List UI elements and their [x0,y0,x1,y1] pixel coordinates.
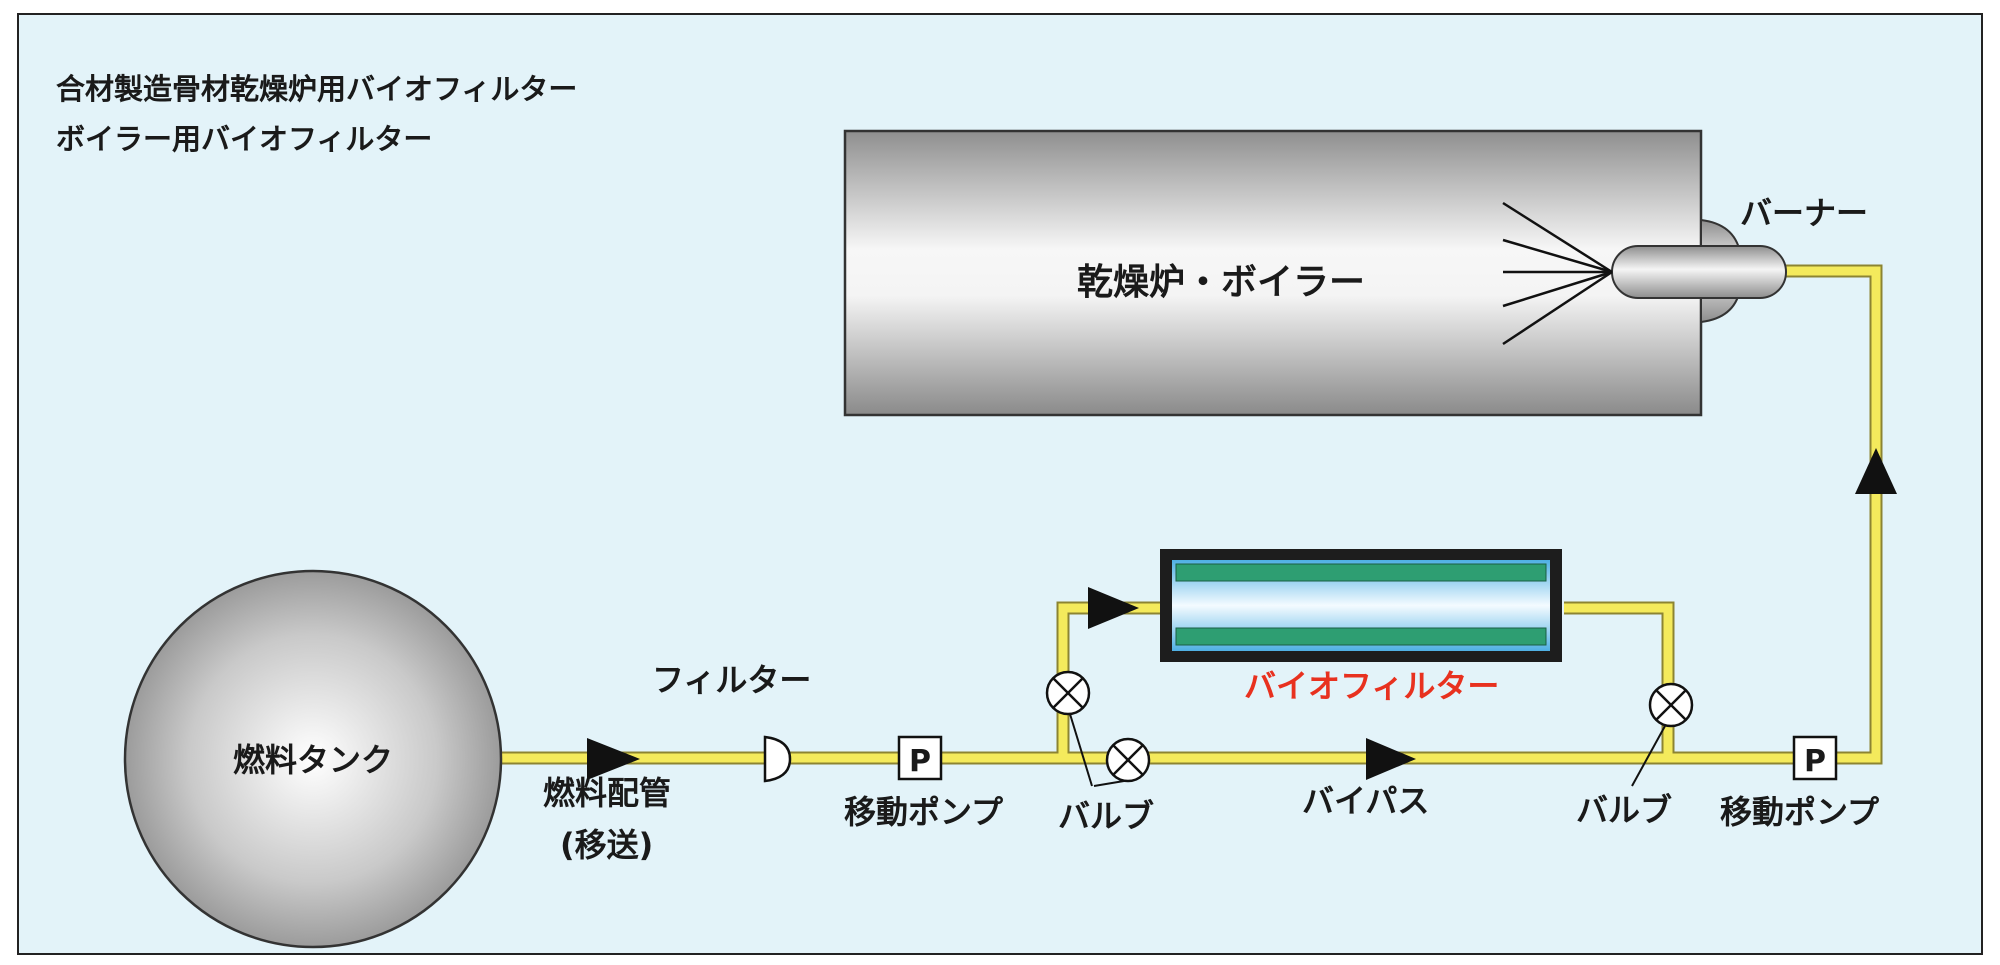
valve-icon-upper-left [1045,670,1091,716]
pump-left-box [897,735,943,781]
pump-left-label: 移動ポンプ [844,793,1004,831]
biofilter-unit [1160,549,1562,662]
pump-right-label: 移動ポンプ [1720,793,1880,831]
pipe-label-line-1: 燃料配管 [543,774,671,812]
biofilter-label: バイオフィルター [1244,667,1499,705]
tank-label: 燃料タンク [233,741,393,779]
flow-arrow-pipe [587,738,640,780]
title-line-2: ボイラー用バイオフィルター [56,122,432,156]
flow-arrow-biofilter [1088,587,1139,629]
furnace-label: 乾燥炉・ボイラー [1077,262,1365,303]
burner [1502,201,1787,346]
valve-leader-lines [1069,713,1666,787]
pump-right-box [1792,735,1838,781]
pump-left-symbol: P [909,744,931,779]
bypass-label: バイパス [1302,782,1429,820]
burner-label: バーナー [1740,194,1868,232]
flow-arrow-bypass [1366,738,1416,780]
flame-jets [1502,201,1613,346]
biofilter-band-bottom [1175,627,1547,646]
biofilter-band-top [1175,563,1547,582]
flow-arrow-return [1855,448,1897,494]
pump-left: P [897,735,943,781]
valve-icon-bypass [1105,737,1151,783]
pump-right: P [1792,735,1838,781]
title-line-1: 合材製造骨材乾燥炉用バイオフィルター [56,72,577,106]
fuel-tank [123,569,503,949]
burner-nozzle [1611,245,1787,299]
valve-icon-right [1648,682,1694,728]
strainer-icon [763,735,792,783]
pipe-label-line-2: (移送) [560,826,653,864]
valve-right-label: バルブ [1576,791,1672,829]
pump-right-symbol: P [1804,744,1826,779]
strainer-label: フィルター [652,661,811,699]
flow-arrows [587,448,1897,780]
valve-left-label: バルブ [1058,797,1154,835]
